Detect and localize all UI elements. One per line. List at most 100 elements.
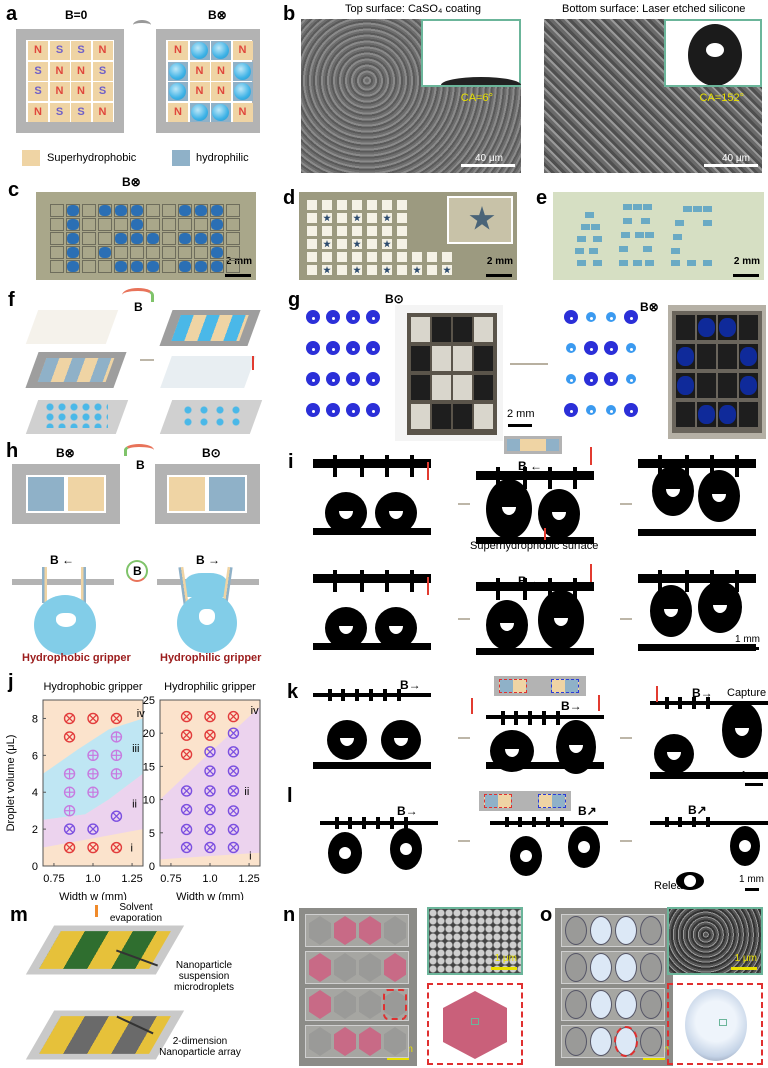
water-droplet [169, 83, 186, 100]
g-droplets-before [306, 310, 396, 434]
f-diagram-right [156, 300, 266, 440]
gripper-pillar [397, 689, 401, 701]
empty-well [384, 1027, 406, 1056]
droplet-highlight [312, 317, 315, 320]
star-well [397, 213, 407, 223]
well [50, 232, 64, 245]
region-ii [43, 773, 143, 848]
gripper-pillar [383, 689, 387, 701]
gripper-pillar [658, 455, 662, 477]
point-circle [180, 729, 193, 741]
video-frame [313, 452, 433, 536]
droplet-reflection [339, 847, 351, 859]
dyed-droplet [306, 403, 320, 417]
blue-droplet [195, 261, 207, 272]
b-right-ca: CA=152° [699, 92, 744, 104]
blue-droplet [211, 247, 223, 258]
o-sem-scale-label: 1 μm [734, 953, 757, 964]
substrate [638, 529, 756, 536]
empty-well [565, 953, 587, 982]
dye-spot [593, 236, 602, 242]
dyed-droplet [326, 310, 340, 324]
panel-label-l: l [287, 785, 293, 807]
droplet-reflection [578, 841, 590, 853]
panel-label-f: f [8, 289, 15, 311]
panel-label-a: a [6, 3, 18, 25]
gripper-pillar [706, 817, 710, 827]
dye-spot [671, 248, 680, 254]
filled-well [359, 1027, 381, 1056]
blue-droplet [211, 261, 223, 272]
dye-spot [643, 246, 652, 252]
h-left-pair [12, 464, 120, 524]
star-well [322, 200, 332, 210]
b-right-scale-bar [704, 164, 758, 167]
dyed-droplet [564, 403, 578, 417]
well [114, 204, 128, 217]
point-circle [204, 841, 216, 854]
panel-label-i: i [288, 451, 294, 473]
gripper-pillar [385, 455, 389, 477]
gripper-pillar [548, 578, 552, 600]
g-scale-label: 2 mm [507, 408, 535, 420]
gripper-pillar [528, 711, 532, 725]
dye-spot [703, 206, 712, 212]
h-hydrophilic-gripper-diagram [155, 565, 265, 665]
c-scale-bar [225, 274, 251, 277]
panel-label-e: e [536, 187, 548, 209]
x-tick-label: 1.0 [85, 873, 100, 885]
g-scale-bar [508, 424, 532, 427]
well [178, 246, 192, 259]
dye-spot [643, 204, 652, 210]
filled-well [590, 990, 612, 1019]
dye-spot [619, 260, 628, 266]
gripper-pillar [523, 578, 527, 600]
gripper-pillar [573, 578, 577, 600]
gripper-pillar [692, 697, 696, 709]
panel-label-h: h [6, 440, 19, 462]
y-tick-label: 8 [32, 713, 38, 725]
empty-well [384, 990, 406, 1019]
point-mark [182, 787, 191, 795]
dyed-droplet [326, 403, 340, 417]
gripper-pillar [410, 455, 414, 477]
magnet-tile [189, 102, 210, 122]
magnet-tile: S [28, 61, 48, 81]
star-droplet [443, 266, 451, 274]
magnet-tile: S [28, 82, 48, 101]
panel-label-d: d [283, 187, 296, 209]
magnet-tile [211, 41, 231, 60]
well [50, 260, 64, 273]
star-droplet [383, 240, 391, 248]
dyed-droplet [586, 312, 596, 322]
filled-well [615, 953, 637, 982]
magnet-plate [697, 315, 716, 340]
empty-well [565, 1027, 587, 1056]
k-field-2: B→ [561, 699, 582, 713]
data-point-fail [87, 712, 99, 725]
h-right-gripper-field: B → [196, 553, 220, 567]
a-right-field: B⊗ [208, 8, 227, 22]
data-point-success [204, 785, 216, 797]
star-well [352, 226, 362, 236]
magnet-tile: N [168, 102, 188, 122]
well [66, 204, 80, 217]
gripper-pillar [658, 570, 662, 592]
video-frame [638, 567, 758, 651]
dyed-droplet [366, 372, 380, 386]
process-arrow [458, 737, 470, 739]
point-circle [87, 823, 99, 835]
magnet-plate [411, 404, 430, 429]
y-axis-label: Droplet volume (μL) [5, 735, 17, 832]
data-point-success [110, 810, 123, 822]
i-pattern-inset [504, 436, 562, 454]
magnet-plate [411, 375, 430, 400]
magnet-plate [432, 346, 451, 371]
droplet-reflection [500, 623, 514, 631]
g-droplets-after [564, 310, 654, 434]
star-well [322, 239, 332, 249]
magnet-plate [697, 344, 716, 369]
star-droplet [353, 240, 361, 248]
magnet-plate [718, 315, 737, 340]
well [130, 204, 144, 217]
